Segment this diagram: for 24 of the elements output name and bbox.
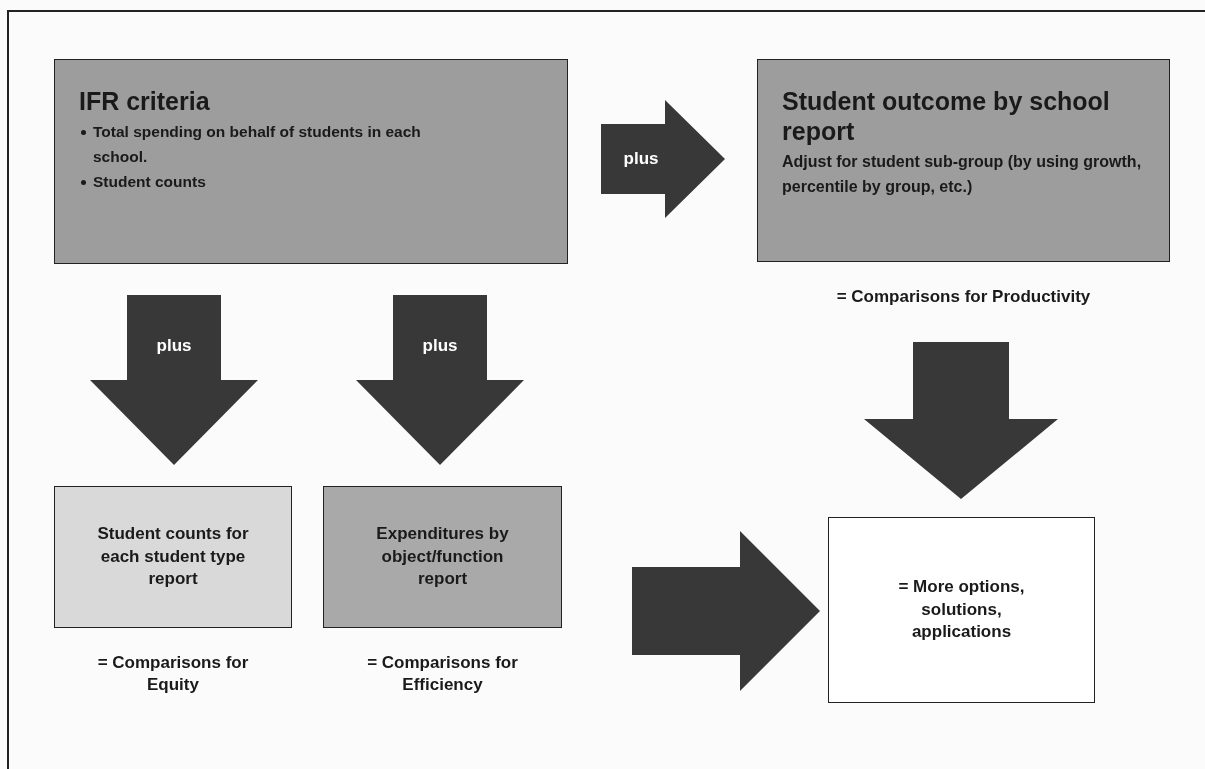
edge-label: plus — [156, 336, 192, 356]
process-box — [828, 517, 1095, 703]
box-text: Expenditures by object/function report — [375, 522, 510, 591]
block-arrow — [356, 295, 524, 465]
box-text: Adjust for student sub-group (by using growth, percentile by group, etc.) — [782, 152, 1142, 197]
edge-label: plus — [422, 336, 458, 356]
box-heading: Student outcome by school report — [782, 86, 1111, 146]
bullet-item: Total spending on behalf of students in each school. — [79, 120, 428, 170]
process-box — [323, 486, 562, 628]
process-box — [54, 486, 292, 628]
box-text: = More options, solutions, applications — [897, 575, 1026, 644]
process-box — [757, 59, 1170, 262]
result-caption: = Comparisons for Productivity — [835, 286, 1092, 308]
box-text: Student counts for each student type report — [96, 522, 250, 591]
result-caption: = Comparisons for Efficiency — [366, 652, 519, 697]
box-heading: IFR criteria — [79, 86, 210, 116]
block-arrow — [632, 531, 820, 691]
process-box — [54, 59, 568, 264]
block-arrow — [90, 295, 258, 465]
block-arrow — [601, 100, 725, 218]
edge-label: plus — [623, 149, 659, 169]
block-arrow — [864, 342, 1058, 499]
bullet-item: Student counts — [79, 169, 206, 195]
result-caption: = Comparisons for Equity — [96, 652, 250, 697]
